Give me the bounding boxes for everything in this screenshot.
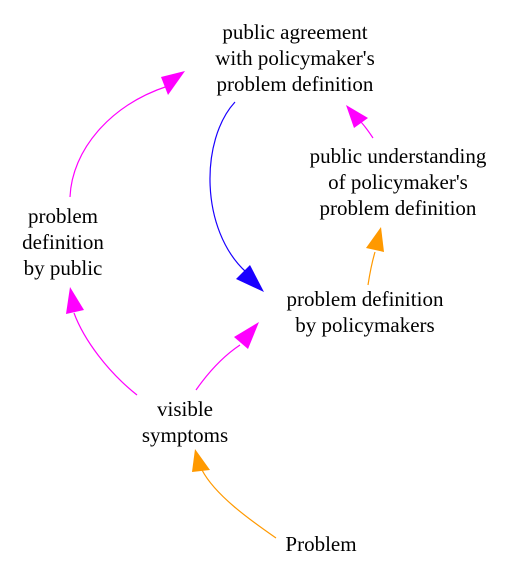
- link-problem-def-policymakers-to-public-understanding: [367, 251, 376, 286]
- node-problem-definition-by-public-line-3: by public: [23, 256, 103, 280]
- node-problem: Problem: [285, 531, 356, 557]
- node-public-agreement-line-1: public agreement: [222, 20, 368, 44]
- node-problem-definition-by-public-line-1: problem: [28, 204, 98, 228]
- node-problem-definition-by-policymakers-line-2: by policymakers: [295, 313, 435, 337]
- node-problem-definition-by-public: problem definition by public: [22, 203, 104, 281]
- arrowhead-problem-def-public-to-public-agreement: [161, 71, 185, 95]
- node-problem-line-1: Problem: [285, 532, 357, 556]
- node-public-understanding-line-3: problem definition: [319, 196, 477, 220]
- node-public-agreement: public agreement with policymaker's prob…: [215, 19, 375, 97]
- arrowhead-public-understanding-to-public-agreement: [346, 105, 368, 128]
- node-problem-definition-by-policymakers: problem definition by policymakers: [287, 286, 444, 338]
- link-public-agreement-to-problem-def-policymakers: [209, 101, 247, 273]
- node-visible-symptoms-line-2: symptoms: [141, 423, 229, 447]
- link-visible-symptoms-to-problem-def-public: [73, 312, 138, 396]
- node-visible-symptoms: visible symptoms: [142, 396, 228, 448]
- node-public-agreement-line-2: with policymaker's: [215, 46, 375, 70]
- arrowhead-visible-symptoms-to-problem-def-public: [66, 287, 84, 314]
- node-public-understanding-line-1: public understanding: [309, 144, 487, 168]
- arrowhead-problem-to-visible-symptoms: [192, 449, 210, 472]
- node-public-understanding: public understanding of policymaker's pr…: [310, 143, 487, 221]
- node-visible-symptoms-line-1: visible: [156, 397, 213, 421]
- arrowhead-public-agreement-to-problem-def-policymakers: [236, 265, 264, 292]
- node-public-understanding-line-2: of policymaker's: [328, 170, 468, 194]
- link-problem-def-public-to-public-agreement: [69, 85, 169, 198]
- node-public-agreement-line-3: problem definition: [216, 72, 374, 96]
- arrowhead-problem-def-policymakers-to-public-understanding: [366, 227, 384, 252]
- arrowhead-visible-symptoms-to-problem-def-policymakers: [234, 322, 259, 349]
- node-problem-definition-by-public-line-2: definition: [22, 230, 104, 254]
- link-visible-symptoms-to-problem-def-policymakers: [195, 344, 241, 391]
- link-public-understanding-to-public-agreement: [359, 120, 374, 139]
- link-problem-to-visible-symptoms: [201, 469, 277, 539]
- node-problem-definition-by-policymakers-line-1: problem definition: [286, 287, 444, 311]
